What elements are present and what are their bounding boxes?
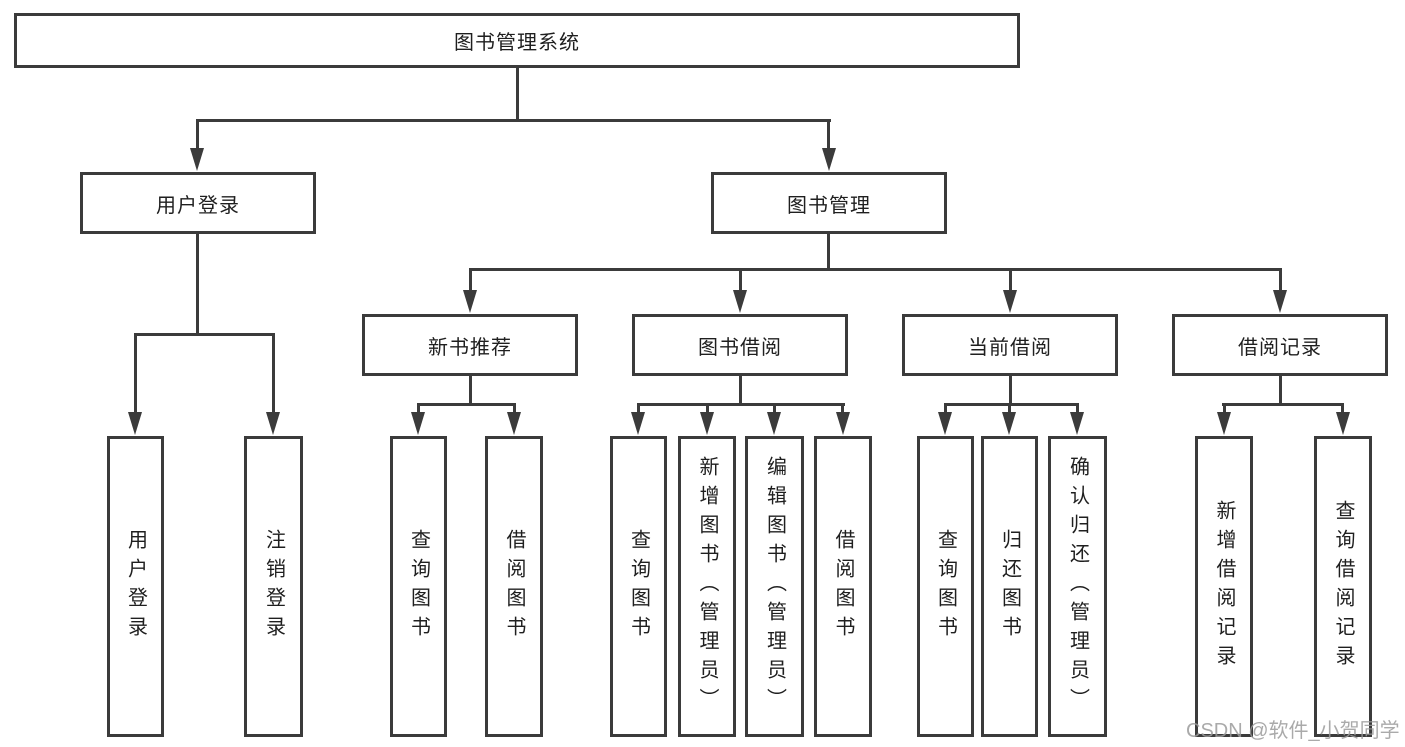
leaf-user-login-label: 用户登录 [124,528,147,645]
arrowhead-down-icon [411,412,425,435]
leaf-add-borrow-record-label: 新增借阅记录 [1213,499,1235,674]
connector-leaf-drop [1076,403,1079,415]
leaf-logout-label: 注销登录 [262,528,285,645]
connector-borrow-records-stem [1279,374,1282,406]
arrowhead-down-icon [1336,412,1350,435]
node-book-management-system-label: 图书管理系统 [454,32,580,54]
connector-book-borrow-drop [739,268,742,292]
arrowhead-down-icon [1217,412,1231,435]
connector-book-borrow-rail [637,403,845,406]
connector-leaf-drop [841,403,844,415]
leaf-query-books-borrowing-label: 查询图书 [627,528,650,645]
leaf-logout: 注销登录 [244,436,303,737]
connector-leaf-drop [1008,403,1011,415]
arrowhead-down-icon [938,412,952,435]
connector-user-login-stem [196,234,199,336]
arrowhead-down-icon [266,412,280,435]
leaf-query-books-borrowing: 查询图书 [610,436,667,737]
arrowhead-down-icon [190,148,204,171]
leaf-borrow-books-label: 借阅图书 [832,528,854,645]
leaf-confirm-return-admin-label: 确认归还（管理员） [1066,456,1089,717]
leaf-add-books-admin: 新增图书（管理员） [678,436,736,737]
arrowhead-down-icon [1070,412,1084,435]
leaf-edit-books-admin: 编辑图书（管理员） [745,436,804,737]
connector-borrow-records-drop [1279,268,1282,292]
connector-book-borrow-stem [739,374,742,406]
node-book-borrowing: 图书借阅 [632,314,848,376]
leaf-query-books-recommend-label: 查询图书 [407,528,430,645]
leaf-borrow-books-recommend-label: 借阅图书 [503,528,525,645]
connector-book-mgmt-drop [827,119,830,150]
arrowhead-down-icon [463,290,477,313]
arrowhead-down-icon [507,412,521,435]
arrowhead-down-icon [1002,412,1016,435]
connector-current-borrow-stem [1009,374,1012,406]
arrowhead-down-icon [700,412,714,435]
leaf-borrow-books: 借阅图书 [814,436,872,737]
node-new-book-recommend-label: 新书推荐 [428,336,512,359]
arrowhead-down-icon [631,412,645,435]
connector-leaf-drop [706,403,709,415]
arrowhead-down-icon [128,412,142,435]
arrowhead-down-icon [1273,290,1287,313]
leaf-add-books-admin-label: 新增图书（管理员） [696,456,718,717]
arrowhead-down-icon [1003,290,1017,313]
node-current-borrowing: 当前借阅 [902,314,1118,376]
node-user-login-label: 用户登录 [156,194,240,217]
leaf-query-books-current: 查询图书 [917,436,974,737]
arrowhead-down-icon [767,412,781,435]
connector-current-borrow-rail [944,403,1079,406]
connector-leaf-drop [272,333,275,415]
leaf-borrow-books-recommend: 借阅图书 [485,436,543,737]
connector-leaf-drop [773,403,776,415]
leaf-edit-books-admin-label: 编辑图书（管理员） [763,456,786,717]
connector-level3-rail [469,268,1282,271]
connector-user-login-rail [134,333,275,336]
connector-leaf-drop [1341,403,1344,415]
leaf-add-borrow-record: 新增借阅记录 [1195,436,1253,737]
node-current-borrowing-label: 当前借阅 [968,336,1052,359]
connector-book-mgmt-stem [827,234,830,270]
connector-leaf-drop [417,403,420,415]
arrowhead-down-icon [733,290,747,313]
arrowhead-down-icon [836,412,850,435]
node-book-management-system: 图书管理系统 [14,13,1020,68]
leaf-query-books-current-label: 查询图书 [934,528,957,645]
node-book-borrowing-label: 图书借阅 [698,336,782,359]
connector-user-login-drop [196,119,199,150]
connector-borrow-records-rail [1222,403,1344,406]
connector-leaf-drop [944,403,947,415]
leaf-query-borrow-record-label: 查询借阅记录 [1332,499,1354,674]
connector-leaf-drop [513,403,516,415]
arrowhead-down-icon [822,148,836,171]
csdn-watermark: CSDN @软件_小贺同学 [1186,720,1400,742]
leaf-confirm-return-admin: 确认归还（管理员） [1048,436,1107,737]
connector-level2-rail [196,119,831,122]
node-book-management-label: 图书管理 [787,194,871,217]
connector-new-book-drop [469,268,472,292]
leaf-query-borrow-record: 查询借阅记录 [1314,436,1372,737]
connector-new-book-rail [417,403,516,406]
node-borrow-records: 借阅记录 [1172,314,1388,376]
leaf-query-books-recommend: 查询图书 [390,436,447,737]
leaf-return-books: 归还图书 [981,436,1038,737]
connector-leaf-drop [637,403,640,415]
leaf-user-login: 用户登录 [107,436,164,737]
connector-root-stem [516,67,519,120]
node-borrow-records-label: 借阅记录 [1238,336,1322,359]
node-book-management: 图书管理 [711,172,947,234]
connector-new-book-stem [469,374,472,406]
connector-leaf-drop [134,333,137,415]
connector-current-borrow-drop [1009,268,1012,292]
connector-leaf-drop [1223,403,1226,415]
leaf-return-books-label: 归还图书 [998,528,1021,645]
node-user-login: 用户登录 [80,172,316,234]
node-new-book-recommend: 新书推荐 [362,314,578,376]
